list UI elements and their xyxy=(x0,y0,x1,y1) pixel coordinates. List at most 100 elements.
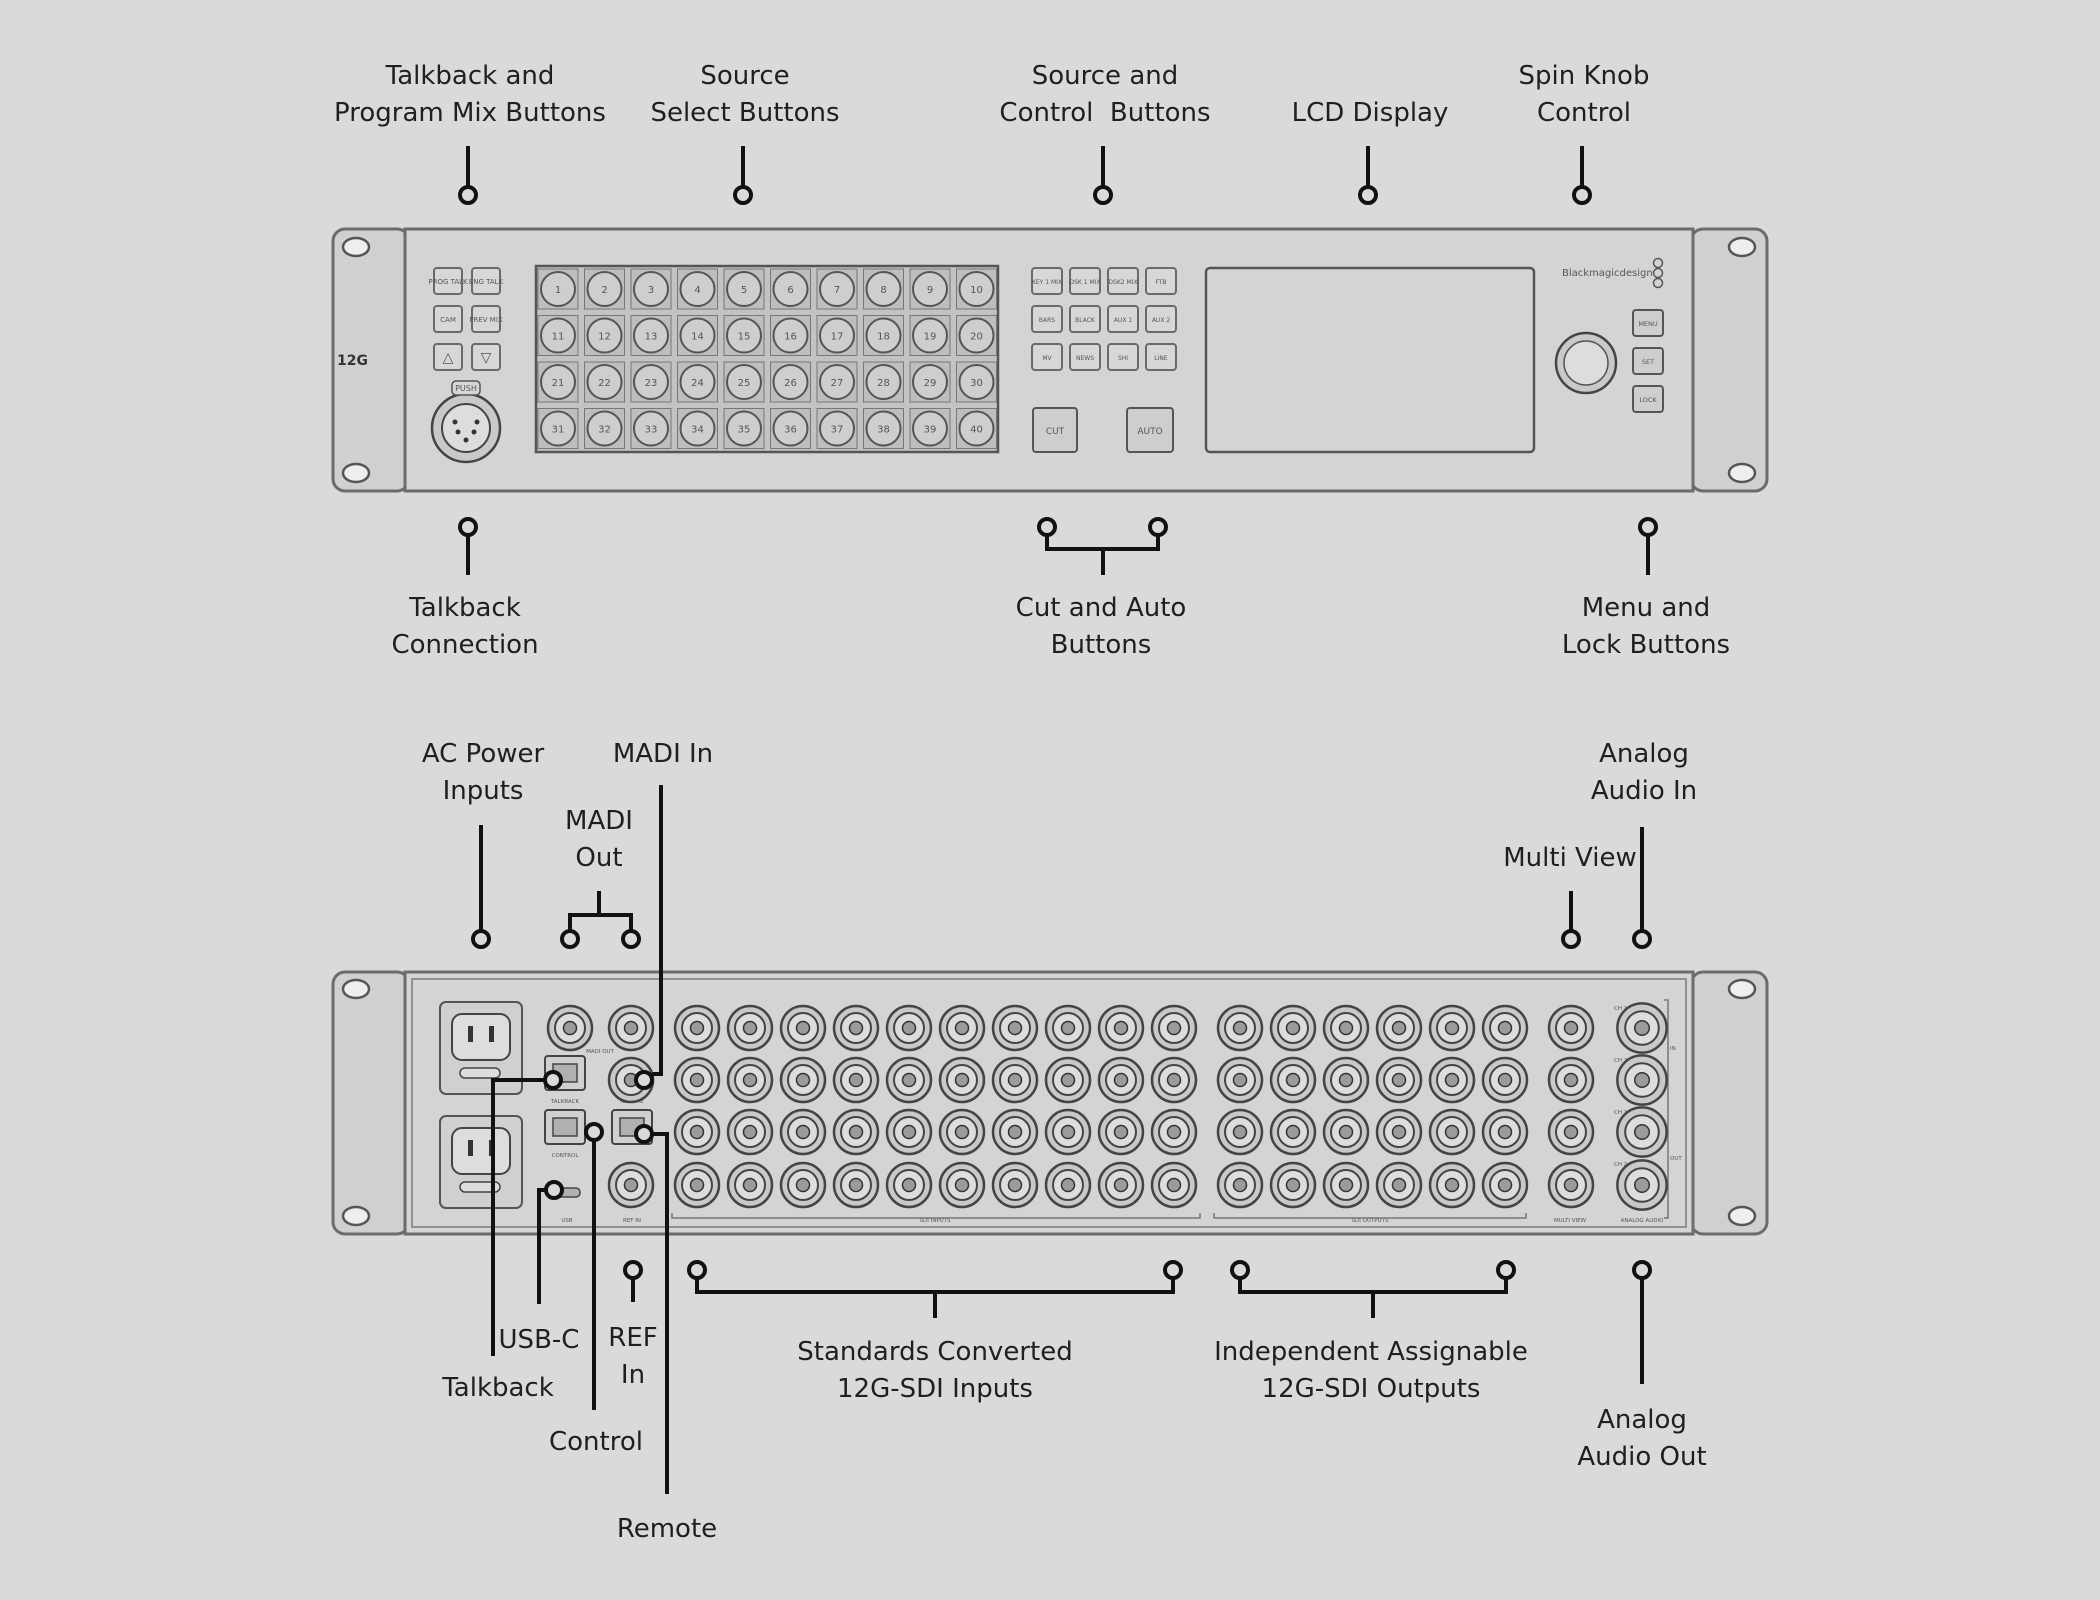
sdi-input-connector[interactable] xyxy=(938,1004,986,1052)
sdi-output-connector[interactable] xyxy=(1481,1108,1529,1156)
sdi-input-connector[interactable] xyxy=(1097,1161,1145,1209)
sdi-input-connector[interactable] xyxy=(1044,1108,1092,1156)
sdi-input-connector[interactable] xyxy=(726,1004,774,1052)
sdi-output-connector[interactable] xyxy=(1216,1161,1264,1209)
sdi-input-connector[interactable] xyxy=(673,1161,721,1209)
auto-button[interactable] xyxy=(1126,407,1174,453)
source-button[interactable] xyxy=(586,271,623,307)
sdi-input-connector[interactable] xyxy=(779,1004,827,1052)
sdi-input-connector[interactable] xyxy=(779,1108,827,1156)
sdi-output-connector[interactable] xyxy=(1322,1161,1370,1209)
source-button[interactable] xyxy=(772,317,809,354)
control-button[interactable] xyxy=(1145,305,1177,333)
source-button[interactable] xyxy=(679,364,716,400)
sdi-input-connector[interactable] xyxy=(991,1004,1039,1052)
sdi-output-connector[interactable] xyxy=(1269,1161,1317,1209)
sdi-input-connector[interactable] xyxy=(1044,1161,1092,1209)
source-button[interactable] xyxy=(958,317,995,354)
sdi-input-connector[interactable] xyxy=(832,1161,880,1209)
control-button[interactable] xyxy=(1107,343,1139,371)
control-button[interactable] xyxy=(1145,267,1177,295)
analog-audio-connector[interactable] xyxy=(1616,1002,1668,1054)
sdi-output-connector[interactable] xyxy=(1375,1108,1423,1156)
sdi-input-connector[interactable] xyxy=(938,1056,986,1104)
source-button[interactable] xyxy=(865,410,902,447)
source-button[interactable] xyxy=(912,271,948,307)
sdi-input-connector[interactable] xyxy=(1097,1004,1145,1052)
sdi-output-connector[interactable] xyxy=(1269,1108,1317,1156)
sdi-input-connector[interactable] xyxy=(885,1108,933,1156)
source-button[interactable] xyxy=(679,410,716,447)
cut-button[interactable] xyxy=(1032,407,1078,453)
lock-button[interactable] xyxy=(1632,385,1664,413)
source-button[interactable] xyxy=(586,364,623,400)
source-button[interactable] xyxy=(958,364,995,400)
source-button[interactable] xyxy=(819,271,855,307)
control-button[interactable] xyxy=(1107,267,1139,295)
source-button[interactable] xyxy=(679,271,716,307)
control-button[interactable] xyxy=(1031,267,1063,295)
sdi-input-connector[interactable] xyxy=(832,1108,880,1156)
down-arrow-button[interactable] xyxy=(471,343,501,371)
source-button[interactable] xyxy=(633,317,669,354)
sdi-input-connector[interactable] xyxy=(673,1056,721,1104)
madi-out-connector[interactable] xyxy=(546,1004,594,1052)
sdi-output-connector[interactable] xyxy=(1481,1004,1529,1052)
source-button[interactable] xyxy=(726,364,762,400)
control-button[interactable] xyxy=(1069,305,1101,333)
madi-out-connector[interactable] xyxy=(607,1004,655,1052)
source-button[interactable] xyxy=(819,410,855,447)
sdi-output-connector[interactable] xyxy=(1375,1004,1423,1052)
control-button[interactable] xyxy=(1145,343,1177,371)
source-button[interactable] xyxy=(726,271,762,307)
source-button[interactable] xyxy=(819,364,855,400)
sdi-input-connector[interactable] xyxy=(938,1108,986,1156)
eng-talk-button[interactable] xyxy=(471,267,501,295)
up-arrow-button[interactable] xyxy=(433,343,463,371)
sdi-output-connector[interactable] xyxy=(1481,1161,1529,1209)
prog-talk-button[interactable] xyxy=(433,267,463,295)
source-button[interactable] xyxy=(958,271,995,307)
source-button[interactable] xyxy=(540,271,576,307)
sdi-input-connector[interactable] xyxy=(885,1056,933,1104)
control-button[interactable] xyxy=(1069,343,1101,371)
sdi-output-connector[interactable] xyxy=(1428,1004,1476,1052)
menu-button[interactable] xyxy=(1632,309,1664,337)
source-button[interactable] xyxy=(912,317,948,354)
sdi-output-connector[interactable] xyxy=(1216,1004,1264,1052)
sdi-input-connector[interactable] xyxy=(779,1161,827,1209)
ref-in-connector[interactable] xyxy=(607,1161,655,1209)
cam-button[interactable] xyxy=(433,305,463,333)
control-button[interactable] xyxy=(1069,267,1101,295)
sdi-output-connector[interactable] xyxy=(1322,1004,1370,1052)
analog-audio-connector[interactable] xyxy=(1616,1106,1668,1158)
sdi-input-connector[interactable] xyxy=(991,1161,1039,1209)
sdi-output-connector[interactable] xyxy=(1375,1161,1423,1209)
sdi-input-connector[interactable] xyxy=(726,1161,774,1209)
source-button[interactable] xyxy=(912,364,948,400)
source-button[interactable] xyxy=(865,364,902,400)
source-button[interactable] xyxy=(865,317,902,354)
multi-view-connector[interactable] xyxy=(1547,1004,1595,1052)
sdi-input-connector[interactable] xyxy=(885,1004,933,1052)
source-button[interactable] xyxy=(586,410,623,447)
multi-view-connector[interactable] xyxy=(1547,1108,1595,1156)
analog-audio-connector[interactable] xyxy=(1616,1054,1668,1106)
source-button[interactable] xyxy=(819,317,855,354)
sdi-output-connector[interactable] xyxy=(1481,1056,1529,1104)
sdi-input-connector[interactable] xyxy=(991,1056,1039,1104)
sdi-input-connector[interactable] xyxy=(1044,1004,1092,1052)
sdi-input-connector[interactable] xyxy=(832,1056,880,1104)
sdi-input-connector[interactable] xyxy=(1150,1161,1198,1209)
sdi-input-connector[interactable] xyxy=(885,1161,933,1209)
source-button[interactable] xyxy=(865,271,902,307)
source-button[interactable] xyxy=(958,410,995,447)
sdi-output-connector[interactable] xyxy=(1322,1056,1370,1104)
sdi-input-connector[interactable] xyxy=(1150,1108,1198,1156)
multi-view-connector[interactable] xyxy=(1547,1056,1595,1104)
sdi-input-connector[interactable] xyxy=(938,1161,986,1209)
multi-view-connector[interactable] xyxy=(1547,1161,1595,1209)
source-button[interactable] xyxy=(912,410,948,447)
source-button[interactable] xyxy=(633,364,669,400)
source-button[interactable] xyxy=(540,410,576,447)
